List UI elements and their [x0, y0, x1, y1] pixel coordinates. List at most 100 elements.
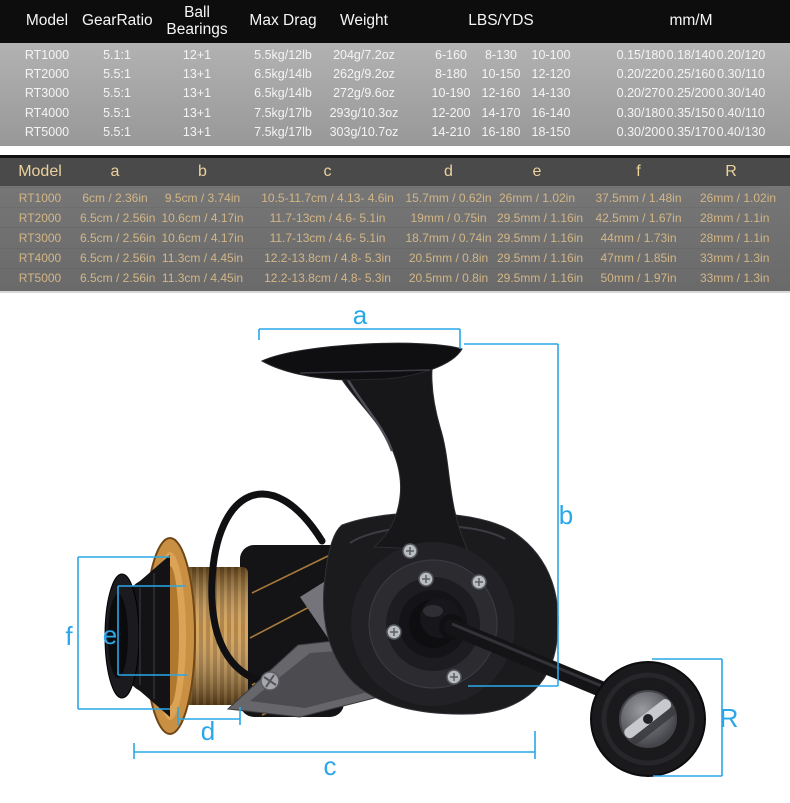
table-cell: 19mm / 0.75in: [410, 210, 487, 225]
bail-wire-shape: [208, 490, 326, 688]
col-weight: Weight: [340, 12, 388, 30]
table-cell: 47mm / 1.85in: [600, 251, 677, 266]
table-cell: 12+1: [182, 47, 212, 62]
table-cell: RT5000: [18, 271, 62, 286]
table-cell: 6.5cm / 2.56in: [80, 251, 156, 266]
table-cell: 272g/9.6oz: [333, 86, 395, 101]
table-cell: 15.7mm / 0.62in: [405, 190, 492, 205]
table-cell: 0.30/140: [716, 86, 766, 101]
table-cell: 37.5mm / 1.48in: [595, 190, 682, 205]
col-e: e: [532, 162, 542, 180]
table-cell: 29.5mm / 1.16in: [497, 251, 584, 266]
table-cell: RT4000: [18, 251, 62, 266]
col-lbs-yds: LBS/YDS: [468, 12, 534, 30]
table-cell: 7.5kg/17lb: [254, 125, 312, 140]
table-cell: 29.5mm / 1.16in: [497, 271, 584, 286]
table-cell: 18.7mm / 0.74in: [405, 230, 492, 245]
table-cell: 0.30/180: [616, 105, 666, 120]
table-cell: 13+1: [182, 125, 212, 140]
table-cell: 10-100: [531, 47, 571, 62]
table-cell: 6.5cm / 2.56in: [80, 271, 156, 286]
table-cell: RT2000: [24, 67, 70, 82]
table-cell: RT3000: [18, 230, 62, 245]
table-cell: 303g/10.7oz: [329, 125, 399, 140]
dim-label-a: a: [353, 300, 368, 330]
handle-knob-shape: [590, 660, 706, 777]
table-cell: 10-190: [431, 86, 471, 101]
table-cell: 5.5:1: [103, 125, 131, 140]
table-cell: 13+1: [182, 67, 212, 82]
table-cell: 11.7-13cm / 4.6- 5.1in: [269, 210, 386, 225]
table-cell: 14-130: [531, 86, 571, 101]
spec-table-header: Model GearRatio Ball Bearings Max Drag W…: [0, 0, 790, 43]
table-cell: 10.5-11.7cm / 4.13- 4.6in: [261, 190, 394, 205]
table-cell: 50mm / 1.97in: [600, 271, 677, 286]
table-cell: 29.5mm / 1.16in: [497, 210, 584, 225]
table-cell: 29.5mm / 1.16in: [497, 230, 584, 245]
table-cell: 8-130: [485, 47, 517, 62]
mounting-foot-shape: [260, 342, 463, 381]
table-cell: 5.5:1: [103, 67, 131, 82]
product-photo: a b c d e f R: [0, 292, 790, 802]
table-cell: 5.1:1: [103, 47, 131, 62]
table-cell: 14-170: [481, 105, 521, 120]
table-cell: 12-200: [431, 105, 471, 120]
col-a: a: [110, 162, 120, 180]
table-cell: 42.5mm / 1.67in: [595, 210, 682, 225]
table-cell: 262g/9.2oz: [333, 67, 395, 82]
table-cell: 0.20/120: [716, 47, 766, 62]
dimension-table-header: Model a b c d e f R: [0, 157, 790, 186]
table-cell: 16-180: [481, 125, 521, 140]
dim-label-e: e: [103, 620, 117, 650]
table-cell: 6-160: [435, 47, 467, 62]
dim-label-b: b: [559, 500, 573, 530]
table-cell: 44mm / 1.73in: [600, 230, 677, 245]
table-cell: 13+1: [182, 105, 212, 120]
dimension-lines: [77, 328, 723, 777]
table-cell: RT4000: [24, 105, 70, 120]
col-gear-ratio: GearRatio: [82, 12, 153, 30]
table-cell: RT5000: [24, 125, 70, 140]
table-cell: 6cm / 2.36in: [82, 190, 148, 205]
table-cell: 6.5cm / 2.56in: [80, 210, 156, 225]
table-cell: 10-150: [481, 67, 521, 82]
table-cell: 11.3cm / 4.45in: [161, 251, 244, 266]
table-cell: 5.5kg/12lb: [254, 47, 312, 62]
table-cell: 0.25/200: [666, 86, 716, 101]
table-cell: 0.35/170: [666, 125, 716, 140]
table-cell: 0.18/140: [666, 47, 716, 62]
stem-shape: [329, 356, 469, 552]
table-cell: 6.5kg/14lb: [254, 86, 312, 101]
table-cell: 12-160: [481, 86, 521, 101]
col-max-drag: Max Drag: [249, 12, 317, 30]
table-cell: RT1000: [18, 190, 62, 205]
col-d: d: [444, 162, 453, 180]
table-cell: 11.3cm / 4.45in: [161, 271, 244, 286]
side-plate-shape: [351, 541, 515, 706]
col-f: f: [636, 162, 641, 180]
reel-diagram: a b c d e f R: [65, 300, 738, 781]
table-cell: 7.5kg/17lb: [254, 105, 312, 120]
col-R: R: [725, 162, 737, 180]
spec-table: Model GearRatio Ball Bearings Max Drag W…: [0, 0, 790, 146]
table-cell: 33mm / 1.3in: [700, 251, 770, 266]
col-ball-bearings: Ball Bearings: [166, 3, 228, 38]
dim-label-d: d: [201, 716, 215, 746]
table-cell: 12-120: [531, 67, 571, 82]
table-cell: 18-150: [531, 125, 571, 140]
table-cell: 0.40/130: [716, 125, 766, 140]
table-cell: 0.30/110: [717, 67, 765, 82]
table-cell: 0.20/220: [616, 67, 666, 82]
table-cell: 33mm / 1.3in: [700, 271, 770, 286]
